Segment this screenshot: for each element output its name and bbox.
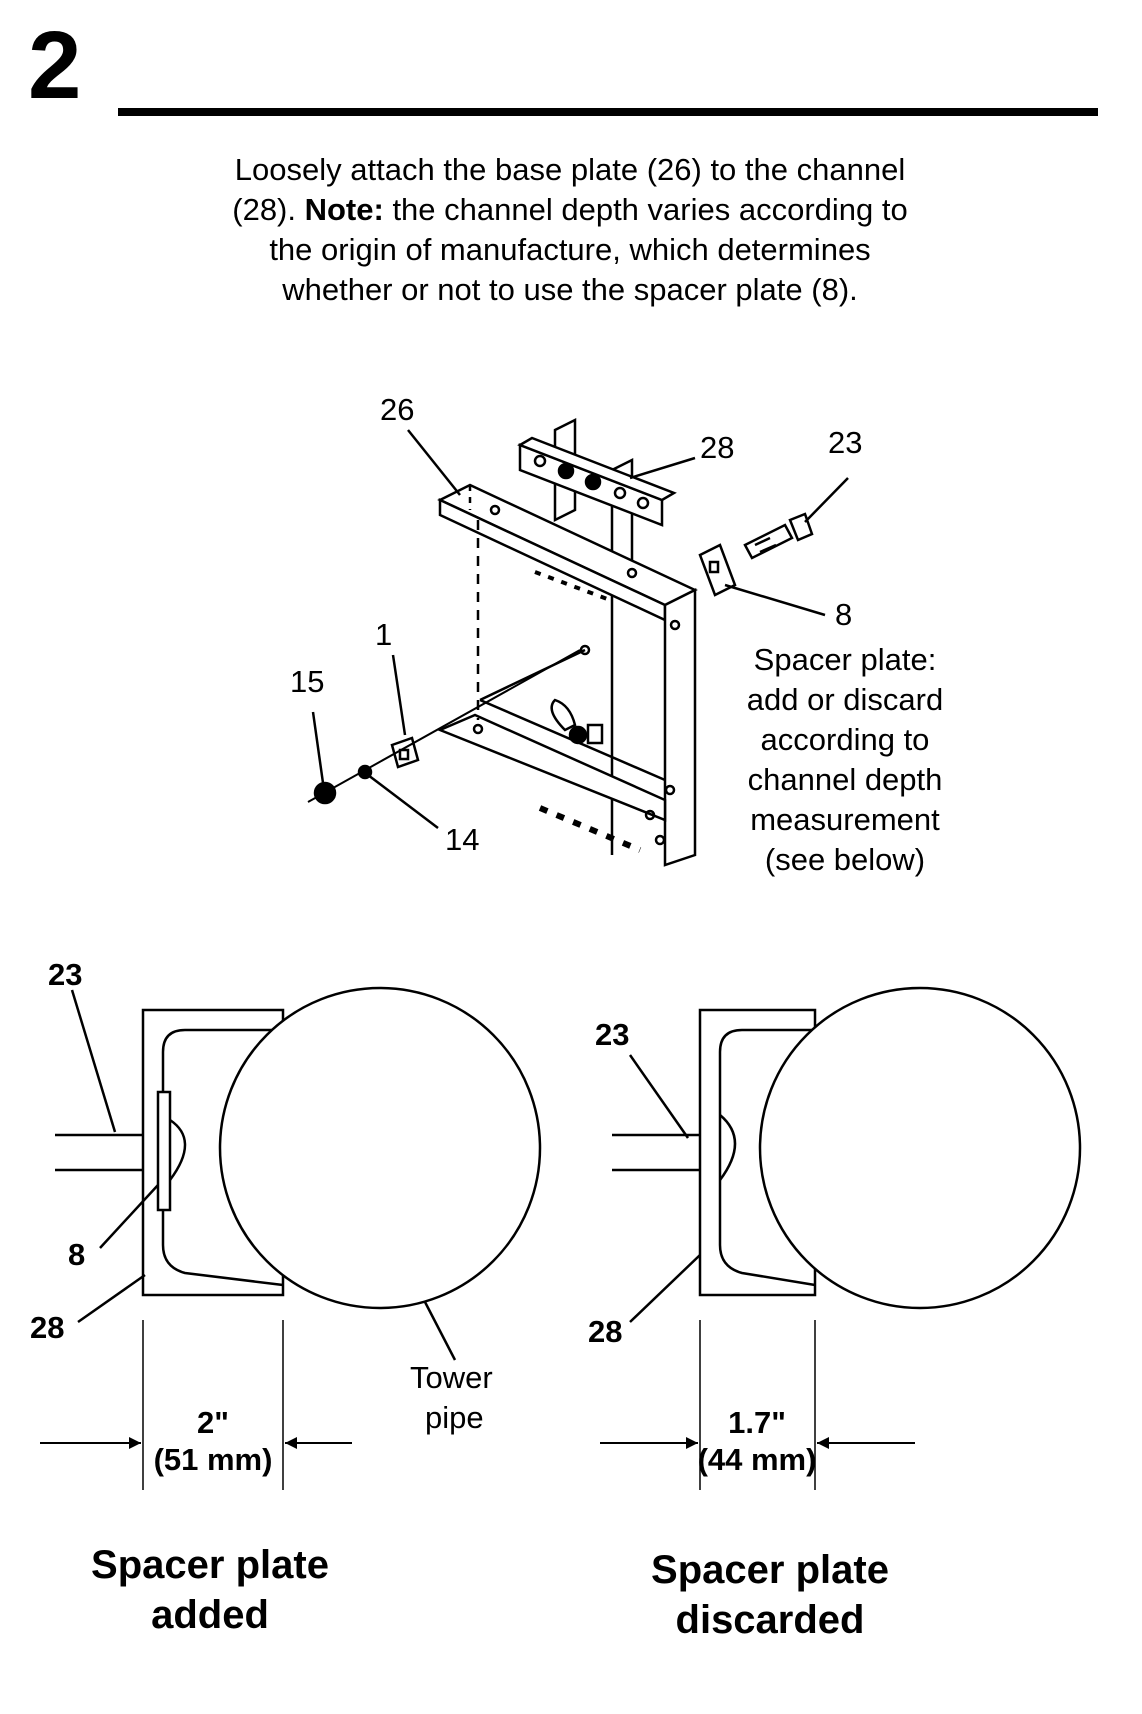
caption-line: discarded: [675, 1598, 865, 1642]
spacer-note-line: channel depth: [747, 762, 943, 797]
spacer-note-line: according to: [760, 722, 930, 757]
spacer-plate-note: Spacer plate: add or discard according t…: [725, 640, 965, 880]
detail-spacer-discarded: [600, 986, 1082, 1490]
detail-discarded-callout-23: 23: [595, 1017, 629, 1052]
tower-pipe-label-line-2: pipe: [425, 1400, 484, 1435]
caption-spacer-added: Spacer plate added: [60, 1540, 360, 1640]
dimension-discarded-mm: (44 mm): [698, 1442, 817, 1477]
spacer-note-line: add or discard: [746, 682, 944, 717]
dimension-discarded-inches: 1.7": [728, 1405, 786, 1440]
bolt-part: [743, 512, 814, 560]
caption-spacer-discarded: Spacer plate discarded: [610, 1545, 930, 1645]
detail-spacer-added: [40, 986, 542, 1490]
tower-pipe: [758, 986, 1082, 1310]
base-plate: [436, 483, 698, 867]
channel-part: [517, 417, 677, 855]
instruction-text-part-1: Loosely attach the base plate (26) to th…: [232, 152, 906, 227]
tower-pipe-label-line-1: Tower: [410, 1360, 493, 1395]
dimension-added-mm: (51 mm): [154, 1442, 273, 1477]
spacer-note-line: Spacer plate:: [753, 642, 937, 677]
note-label: Note:: [304, 192, 384, 227]
callout-26: 26: [380, 392, 414, 427]
callout-15: 15: [290, 664, 324, 699]
tower-pipe: [218, 986, 542, 1310]
caption-line: Spacer plate: [651, 1548, 889, 1592]
detail-discarded-callout-28: 28: [588, 1314, 622, 1349]
spacer-plate-part: [698, 543, 737, 597]
callout-1: 1: [375, 617, 392, 652]
spacer-note-line: measurement: [750, 802, 940, 837]
callout-28: 28: [700, 430, 734, 465]
detail-added-callout-23: 23: [48, 957, 82, 992]
callout-23: 23: [828, 425, 862, 460]
caption-line: Spacer plate: [91, 1543, 329, 1587]
spacer-note-line: (see below): [764, 842, 926, 877]
step-number: 2: [28, 12, 82, 119]
header-rule: [118, 108, 1098, 116]
dimension-added-inches: 2": [197, 1405, 229, 1440]
caption-line: added: [151, 1593, 269, 1637]
callout-8: 8: [835, 597, 852, 632]
exploded-view: [307, 417, 849, 867]
detail-added-callout-28: 28: [30, 1310, 64, 1345]
instruction-text-part-2: the channel depth varies according to th…: [269, 192, 908, 307]
fastener-stack: [307, 649, 581, 805]
callout-14: 14: [445, 822, 479, 857]
instruction-text: Loosely attach the base plate (26) to th…: [230, 150, 910, 310]
spacer-section: [156, 1090, 172, 1212]
detail-added-callout-8: 8: [68, 1237, 85, 1272]
